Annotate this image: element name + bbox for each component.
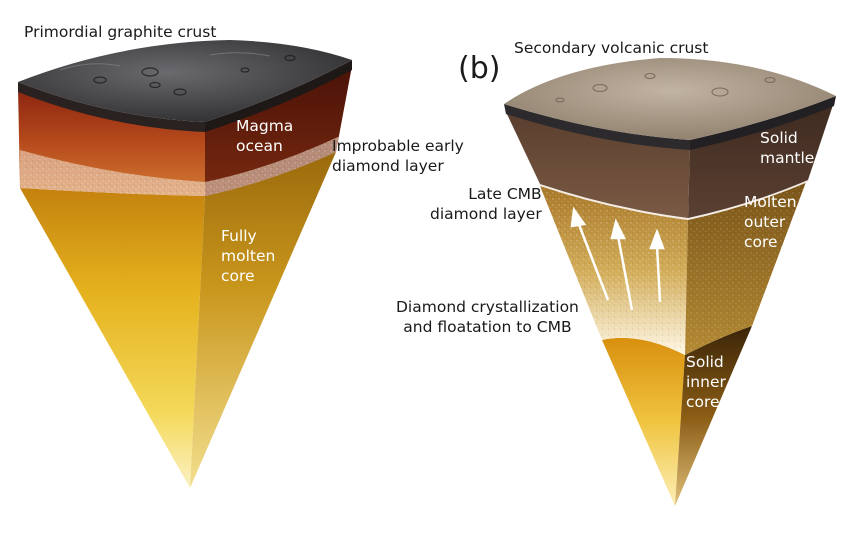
panel-b-crystallization-label: Diamond crystallization and floatation t… [396,298,579,336]
panel-a-molten-core-side [190,152,336,488]
panel-a-wedge [18,40,352,488]
panel-a-crust-label: Primordial graphite crust [24,23,217,41]
panel-b-cmb-label: Late CMB diamond layer [430,185,542,223]
panel-b-volcanic-crust [504,58,836,140]
panel-b-outer-core-label: Molten outer core [744,193,797,251]
panel-a-molten-core-front [20,188,205,488]
panel-b-floatation-arrows [570,206,665,311]
panel-b-mantle-label: Solid mantle [760,129,815,167]
panel-a-crust-edge [18,82,205,132]
panel-b-solid-mantle-side [688,102,834,218]
panel-b-letter: (b) [458,51,501,86]
panel-a-magma-ocean-side [205,66,352,196]
arrow-up-icon [570,206,610,301]
panel-a-magma-ocean-label: Magma ocean [236,117,294,155]
panel-b-wedge [504,58,836,506]
arrow-up-icon [610,218,634,311]
panel-b-inner-core-side [675,326,752,506]
panel-b-craters [555,72,776,103]
panel-b-inner-core-label: Solid inner core [686,353,726,411]
panel-a-core-label: Fully molten core [221,227,276,285]
panel-b-crust-label: Secondary volcanic crust [514,39,709,57]
panel-a-craters [93,54,296,96]
panel-a-diamond-layer-label: Improbable early diamond layer [332,137,464,175]
panel-b-solid-mantle-front [506,112,690,218]
arrow-up-icon [649,228,665,303]
panel-b-inner-core-front [602,337,685,506]
panel-a-graphite-crust [18,40,352,122]
